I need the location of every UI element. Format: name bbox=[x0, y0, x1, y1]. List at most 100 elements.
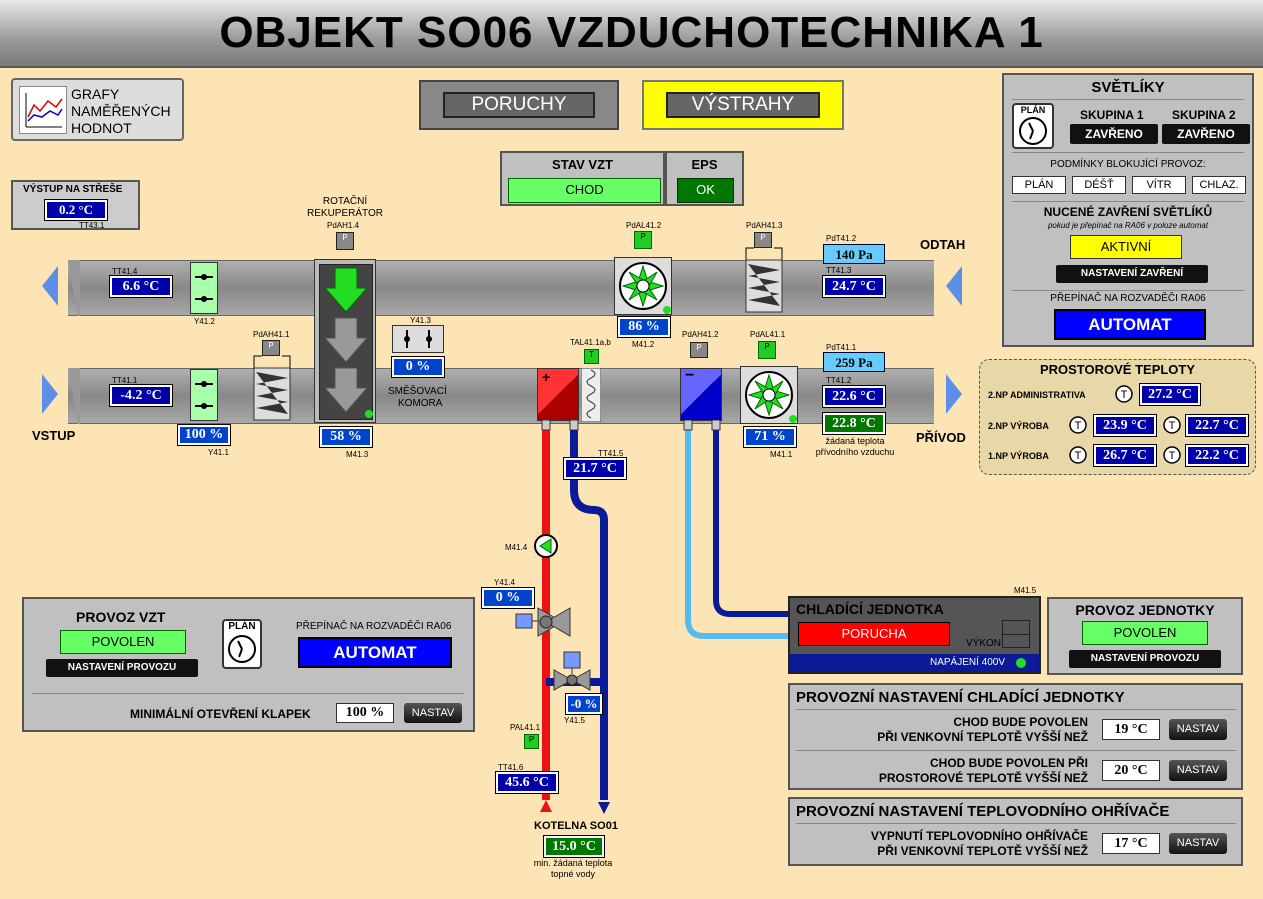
thermostat-icon: T bbox=[1069, 416, 1087, 434]
nast-chl-row2-value[interactable]: 20 °C bbox=[1102, 760, 1160, 781]
nast-chl-row2a: CHOD BUDE POVOLEN PŘI bbox=[929, 756, 1088, 770]
chladici-napajeni-bar bbox=[790, 654, 1039, 672]
nast-ohr-row1a: VYPNUTÍ TEPLOVODNÍHO OHŘÍVAČE bbox=[870, 829, 1088, 843]
svg-text:T: T bbox=[1169, 450, 1176, 462]
pdal41-1-sensor[interactable]: P bbox=[758, 341, 776, 359]
nast-ohr-row1-value[interactable]: 17 °C bbox=[1102, 833, 1160, 854]
pdah41-1-sensor[interactable]: P bbox=[262, 340, 280, 356]
heater-coil[interactable]: + bbox=[537, 368, 579, 421]
stav-vzt-value: CHOD bbox=[508, 178, 661, 203]
y41-4-value: 0 % bbox=[481, 587, 535, 609]
nast-ohr-panel: PROVOZNÍ NASTAVENÍ TEPLOVODNÍHO OHŘÍVAČE… bbox=[788, 797, 1243, 866]
rekuperator-line2: REKUPERÁTOR bbox=[307, 208, 383, 219]
min-klapek-nastav-button[interactable]: NASTAV bbox=[404, 703, 462, 723]
rekuperator-value: 58 % bbox=[319, 426, 373, 448]
tal41-sensor[interactable]: T bbox=[584, 349, 599, 364]
napajeni-led bbox=[1016, 658, 1026, 668]
damper-y41-2[interactable] bbox=[190, 262, 218, 314]
tal41-tag: TAL41.1a,b bbox=[570, 338, 611, 347]
nast-chl-row2-nastav-button[interactable]: NASTAV bbox=[1169, 760, 1227, 781]
grafy-line3: HODNOT bbox=[71, 120, 132, 136]
smesovaci-label: SMĚŠOVACÍ KOMORA bbox=[388, 386, 447, 410]
m41-2-tag: M41.2 bbox=[632, 340, 655, 349]
damper-y41-3[interactable] bbox=[392, 325, 444, 353]
clock-icon bbox=[1019, 117, 1047, 145]
duct-left-ends bbox=[68, 260, 80, 424]
provoz-vzt-panel: PROVOZ VZT POVOLEN NASTAVENÍ PROVOZU PLÁ… bbox=[22, 597, 475, 732]
pdt41-1-tag: PdT41.1 bbox=[826, 343, 857, 352]
grafy-line1: GRAFY bbox=[71, 86, 120, 102]
block-dest: DÉŠŤ bbox=[1072, 176, 1126, 194]
nast-chl-line bbox=[796, 709, 1236, 710]
zadana-privod-label: žádaná teplota přívodního vzduchu bbox=[805, 436, 905, 458]
provoz-vzt-nastaveni-button[interactable]: NASTAVENÍ PROVOZU bbox=[46, 659, 198, 677]
tt41-1-value: -4.2 °C bbox=[109, 384, 173, 407]
tt41-5-tag: TT41.5 bbox=[598, 449, 624, 458]
poruchy-button[interactable]: PORUCHY bbox=[443, 92, 595, 118]
nast-chl-row1b: PŘI VENKOVNÍ TEPLOTĚ VYŠŠÍ NEŽ bbox=[877, 730, 1088, 744]
pal41-1-sensor[interactable]: P bbox=[524, 734, 539, 749]
pdah1-4-sensor[interactable]: P bbox=[336, 232, 354, 250]
min-klapek-value[interactable]: 100 % bbox=[336, 703, 394, 723]
pdah41-3-sensor[interactable]: P bbox=[754, 232, 772, 248]
svg-text:T: T bbox=[1169, 420, 1176, 432]
svetliky-nastaveni-button[interactable]: NASTAVENÍ ZAVŘENÍ bbox=[1056, 265, 1208, 283]
vstup-label: VSTUP bbox=[32, 428, 76, 443]
pdah41-2-sensor[interactable]: P bbox=[690, 342, 708, 358]
kotelna-title: KOTELNA SO01 bbox=[534, 820, 618, 832]
vystrahy-button[interactable]: VÝSTRAHY bbox=[666, 92, 820, 118]
supply-fan-m41-1[interactable] bbox=[740, 366, 798, 424]
prostorove-row2-label: 2.NP VÝROBA bbox=[988, 421, 1049, 431]
provoz-jednotky-nastaveni-button[interactable]: NASTAVENÍ PROVOZU bbox=[1069, 650, 1221, 668]
prostorove-row3-value2: 22.2 °C bbox=[1185, 444, 1249, 467]
chladici-title: CHLADÍCÍ JEDNOTKA bbox=[796, 601, 944, 617]
frost-coil-icon bbox=[581, 368, 601, 422]
svetliky-line4 bbox=[1012, 290, 1244, 291]
eps-panel: EPS OK bbox=[665, 151, 744, 206]
nast-ohr-row1: VYPNUTÍ TEPLOVODNÍHO OHŘÍVAČE PŘI VENKOV… bbox=[810, 829, 1088, 859]
zadana-privod-value[interactable]: 22.8 °C bbox=[822, 412, 886, 435]
m41-1-status-led bbox=[789, 415, 797, 423]
pdah1-4-tag: PdAH1.4 bbox=[327, 221, 360, 230]
rotary-status-led bbox=[365, 410, 373, 418]
pump-m41-4-icon[interactable] bbox=[533, 533, 559, 559]
valve-y41-5-icon[interactable] bbox=[550, 650, 600, 700]
smesovaci-line1: SMĚŠOVACÍ bbox=[388, 386, 447, 397]
nast-chl-row1-nastav-button[interactable]: NASTAV bbox=[1169, 719, 1227, 740]
svetliky-plan-clock[interactable]: PLÁN bbox=[1012, 103, 1054, 149]
kotelna-value[interactable]: 15.0 °C bbox=[543, 835, 605, 858]
m41-5-tag: M41.5 bbox=[1014, 586, 1037, 595]
nast-chl-row1a: CHOD BUDE POVOLEN bbox=[953, 715, 1088, 729]
svetliky-aktivni: AKTIVNÍ bbox=[1070, 235, 1182, 259]
damper-y41-1[interactable] bbox=[190, 369, 218, 421]
cooler-coil[interactable]: − bbox=[680, 367, 722, 421]
provoz-jednotky-povolen: POVOLEN bbox=[1082, 621, 1208, 645]
rotary-arrows-icon bbox=[323, 267, 369, 413]
svetliky-title: SVĚTLÍKY bbox=[1091, 79, 1165, 96]
svetliky-line2 bbox=[1012, 152, 1244, 153]
rotary-exchanger[interactable] bbox=[314, 259, 376, 423]
svetliky-podminky: PODMÍNKY BLOKUJÍCÍ PROVOZ: bbox=[1050, 159, 1206, 170]
exhaust-fan-m41-2[interactable] bbox=[614, 257, 672, 315]
valve-y41-4-icon[interactable] bbox=[514, 600, 574, 646]
stav-vzt-panel: STAV VZT CHOD bbox=[500, 151, 665, 206]
nast-ohr-row1-nastav-button[interactable]: NASTAV bbox=[1169, 833, 1227, 854]
filter-pdah41-1-icon bbox=[253, 355, 291, 421]
thermostat-icon: T bbox=[1163, 416, 1181, 434]
poruchy-panel: PORUCHY bbox=[419, 80, 619, 130]
odtah-out-arrow-icon bbox=[42, 266, 58, 306]
provoz-vzt-line bbox=[32, 693, 464, 694]
eps-title: EPS bbox=[691, 157, 718, 172]
svetliky-nucene-sub: pokud je přepínač na RA06 v poloze autom… bbox=[1047, 221, 1209, 230]
chladici-napajeni: NAPÁJENÍ 400V bbox=[930, 657, 1006, 668]
pdt41-2-value: 140 Pa bbox=[823, 244, 885, 264]
eps-value: OK bbox=[677, 178, 734, 203]
provoz-vzt-plan-clock[interactable]: PLÁN bbox=[222, 619, 262, 669]
tt43-1-tag: TT43.1 bbox=[79, 221, 105, 230]
prostorove-title: PROSTOROVÉ TEPLOTY bbox=[1039, 362, 1196, 377]
grafy-button[interactable]: GRAFY NAMĚŘENÝCH HODNOT bbox=[11, 78, 184, 141]
y41-3-value: 0 % bbox=[391, 356, 445, 378]
pdal41-2-sensor[interactable]: P bbox=[634, 231, 652, 249]
nast-chl-row1-value[interactable]: 19 °C bbox=[1102, 719, 1160, 740]
zadana-privod-line2: přívodního vzduchu bbox=[815, 447, 895, 457]
